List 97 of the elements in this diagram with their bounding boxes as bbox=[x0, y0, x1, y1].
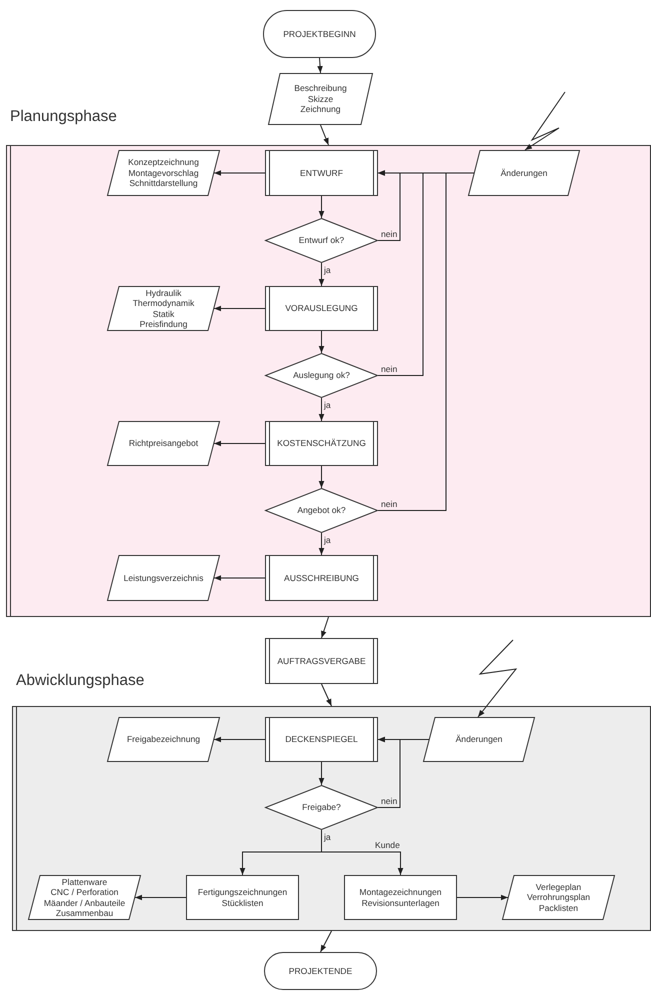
node-label: VORAUSLEGUNG bbox=[285, 303, 358, 314]
process-box bbox=[265, 555, 378, 601]
arrow bbox=[318, 262, 324, 286]
node-label: Packlisten bbox=[538, 902, 578, 914]
edge-label: ja bbox=[323, 535, 332, 545]
process-box bbox=[265, 717, 378, 762]
arrow bbox=[214, 736, 266, 742]
data-parallelogram bbox=[28, 875, 141, 920]
node-label: Angebot ok? bbox=[297, 505, 346, 516]
node-label: AUSSCHREIBUNG bbox=[284, 572, 359, 584]
process-box bbox=[265, 421, 378, 466]
node-label: Thermodynamik bbox=[132, 298, 194, 308]
node-label: Leistungsverzeichnis bbox=[124, 572, 204, 584]
process-box bbox=[265, 286, 378, 331]
node-label: Stücklisten bbox=[222, 898, 264, 908]
arrow bbox=[214, 170, 266, 176]
node-label: Mäander / Anbauteile bbox=[44, 898, 126, 908]
node-label: Revisionsunterlagen bbox=[362, 898, 440, 908]
edge-label: nein bbox=[380, 499, 398, 509]
arrow bbox=[134, 894, 186, 900]
arrow bbox=[320, 930, 332, 952]
node-label: ENTWURF bbox=[300, 168, 343, 178]
lightning-arrow bbox=[524, 92, 566, 150]
data-parallelogram bbox=[268, 73, 373, 125]
edge-label: Kunde bbox=[374, 840, 401, 850]
node-label: Auslegung ok? bbox=[293, 370, 350, 381]
decision-diamond bbox=[265, 353, 378, 398]
data-parallelogram bbox=[468, 150, 580, 196]
decision-diamond bbox=[265, 785, 378, 830]
node-label: Skizze bbox=[308, 94, 334, 104]
node-label: AUFTRAGSVERGABE bbox=[277, 656, 366, 666]
arrow bbox=[317, 58, 323, 74]
arrow bbox=[318, 466, 324, 488]
data-parallelogram bbox=[107, 150, 220, 196]
decision-diamond bbox=[265, 218, 378, 263]
node-label: Montagezeichnungen bbox=[359, 887, 442, 898]
data-parallelogram bbox=[107, 286, 220, 331]
node-label: Entwurf ok? bbox=[298, 235, 344, 246]
node-label: PROJEKTENDE bbox=[288, 966, 352, 976]
arrow bbox=[456, 894, 508, 900]
terminal-shape bbox=[263, 10, 376, 58]
arrow bbox=[321, 616, 329, 638]
arrow bbox=[214, 575, 266, 581]
lightning-arrow bbox=[478, 640, 518, 718]
process-box bbox=[344, 875, 457, 920]
node-label: Plattenware bbox=[62, 876, 108, 887]
node-label: Beschreibung bbox=[294, 83, 347, 94]
arrow bbox=[318, 398, 324, 422]
arrow bbox=[320, 124, 329, 146]
arrow bbox=[318, 196, 324, 218]
node-label: Änderungen bbox=[500, 168, 548, 178]
node-label: Freigabe? bbox=[302, 802, 341, 813]
arrow bbox=[321, 684, 332, 706]
phase-title: Planungsphase bbox=[10, 108, 117, 126]
data-parallelogram bbox=[502, 875, 615, 920]
edge-label: ja bbox=[323, 400, 332, 410]
node-label: Verlegeplan bbox=[536, 882, 582, 892]
process-box bbox=[265, 638, 378, 684]
data-parallelogram bbox=[107, 717, 220, 762]
node-label: PROJEKTBEGINN bbox=[283, 28, 356, 40]
arrow bbox=[318, 330, 324, 354]
terminal-shape bbox=[264, 952, 377, 990]
data-parallelogram bbox=[107, 421, 220, 466]
arrow bbox=[214, 440, 266, 446]
edge-label: ja bbox=[323, 832, 332, 842]
edge-label: nein bbox=[380, 796, 398, 806]
edge-label: ja bbox=[323, 265, 332, 275]
data-parallelogram bbox=[107, 555, 220, 601]
node-label: Preisfindung bbox=[140, 319, 188, 330]
node-label: Schnittdarstellung bbox=[129, 178, 198, 189]
decision-diamond bbox=[265, 488, 378, 533]
phase-band bbox=[12, 672, 651, 931]
edge-label: nein bbox=[380, 229, 398, 239]
node-label: Änderungen bbox=[456, 734, 502, 745]
edge-label: nein bbox=[380, 364, 398, 374]
process-box bbox=[186, 875, 299, 920]
node-label: Hydraulik bbox=[146, 288, 182, 298]
arrow bbox=[318, 532, 324, 556]
data-parallelogram bbox=[423, 717, 535, 762]
node-label: Freigabezeichnung bbox=[126, 734, 200, 745]
arrow bbox=[378, 736, 400, 808]
node-label: Montagevorschlag bbox=[128, 168, 199, 178]
arrow bbox=[214, 306, 266, 312]
node-label: Zeichnung bbox=[300, 104, 341, 115]
node-label: Verrohrungsplan bbox=[526, 892, 590, 903]
node-label: Statik bbox=[152, 308, 174, 319]
node-label: CNC / Perforation bbox=[50, 887, 118, 898]
arrow bbox=[318, 762, 324, 786]
node-label: KOSTENSCHÄTZUNG bbox=[277, 438, 366, 449]
node-label: DECKENSPIEGEL bbox=[285, 734, 358, 745]
phase-title: Abwicklungsphase bbox=[16, 672, 144, 690]
node-label: Fertigungszeichnungen bbox=[198, 887, 288, 898]
node-label: Zusammenbau bbox=[56, 908, 114, 918]
process-box bbox=[265, 150, 378, 196]
arrow bbox=[378, 170, 446, 511]
node-label: Konzeptzeichnung bbox=[128, 157, 199, 168]
node-label: Richtpreisangebot bbox=[128, 438, 198, 449]
